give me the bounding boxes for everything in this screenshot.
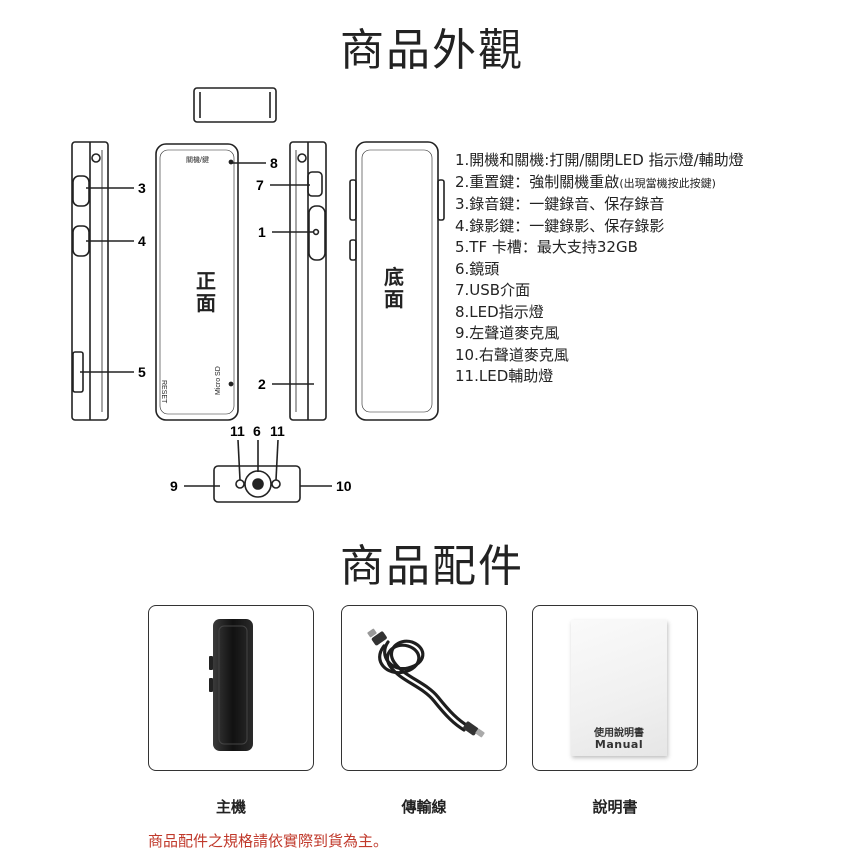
callout-5: 5 <box>138 364 146 380</box>
usb-cable-icon <box>367 628 485 738</box>
accessory-card-manual: 使用說明書 Manual <box>532 605 698 771</box>
callout-1: 1 <box>258 224 266 240</box>
callout-4: 4 <box>138 233 146 249</box>
caption-device: 主機 <box>215 798 246 816</box>
reset-label: RESET <box>160 380 167 404</box>
spec-list: 1.開機和關機:打開/關閉LED 指示燈/輔助燈 2.重置鍵：強制關機重啟(出現… <box>455 150 855 388</box>
footnote: 商品配件之規格請依實際到貨為主。 <box>148 832 389 850</box>
spec-item-1: 1.開機和關機:打開/關閉LED 指示燈/輔助燈 <box>455 151 744 169</box>
front-label-char-2: 面 <box>196 293 216 315</box>
callout-11-right: 11 <box>270 423 285 439</box>
spec-item-2: 2.重置鍵：強制關機重啟(出現當機按此按鍵) <box>455 172 716 191</box>
section-title-appearance: 商品外觀 <box>340 25 524 76</box>
caption-cable: 傳輸線 <box>401 798 447 816</box>
device-back-view <box>349 141 445 421</box>
caption-manual: 說明書 <box>592 798 638 816</box>
spec-item-4: 4.錄影鍵：一鍵錄影、保存錄影 <box>455 216 665 235</box>
callout-3: 3 <box>138 180 146 196</box>
callout-10: 10 <box>336 478 352 494</box>
front-label-char-1: 正 <box>196 271 216 293</box>
power-key-label: 關機/鍵 <box>186 155 209 164</box>
device-diagram: 正 面 底 面 Micro SD RESET 關機/鍵 3 4 5 8 7 1 … <box>71 87 445 503</box>
spec-item-6: 6.鏡頭 <box>455 259 500 278</box>
device-front-view <box>155 143 239 421</box>
callout-11-left: 11 <box>230 423 245 439</box>
callout-9: 9 <box>170 478 178 494</box>
device-right-side-view <box>289 141 327 421</box>
device-top-view <box>193 87 277 123</box>
spec-item-5: 5.TF 卡槽：最大支持32GB <box>455 238 638 256</box>
callout-8: 8 <box>270 155 278 171</box>
manual-booklet-icon: 使用說明書 Manual <box>571 620 667 756</box>
recorder-device-icon <box>209 619 253 751</box>
accessory-card-cable <box>341 605 507 771</box>
micro-sd-label: Micro SD <box>215 366 222 395</box>
accessory-card-device <box>148 605 314 771</box>
manual-title-zh: 使用說明書 <box>594 728 644 739</box>
callout-7: 7 <box>256 177 264 193</box>
section-title-accessories: 商品配件 <box>340 541 524 592</box>
callout-2: 2 <box>258 376 266 392</box>
spec-item-3: 3.錄音鍵：一鍵錄音、保存錄音 <box>455 195 665 213</box>
spec-item-7: 7.USB介面 <box>455 281 531 299</box>
spec-item-8: 8.LED指示燈 <box>455 302 544 321</box>
device-left-side-view <box>71 141 109 421</box>
manual-title-en: Manual <box>594 738 644 751</box>
spec-item-11: 11.LED輔助燈 <box>455 367 554 385</box>
back-label-char-1: 底 <box>384 265 404 289</box>
spec-item-9: 9.左聲道麥克風 <box>455 324 560 342</box>
callout-6: 6 <box>253 423 261 439</box>
spec-item-10: 10.右聲道麥克風 <box>455 345 569 364</box>
spec-note: (出現當機按此按鍵) <box>619 176 716 190</box>
back-label-char-2: 面 <box>384 289 404 311</box>
device-bottom-view <box>213 465 301 503</box>
